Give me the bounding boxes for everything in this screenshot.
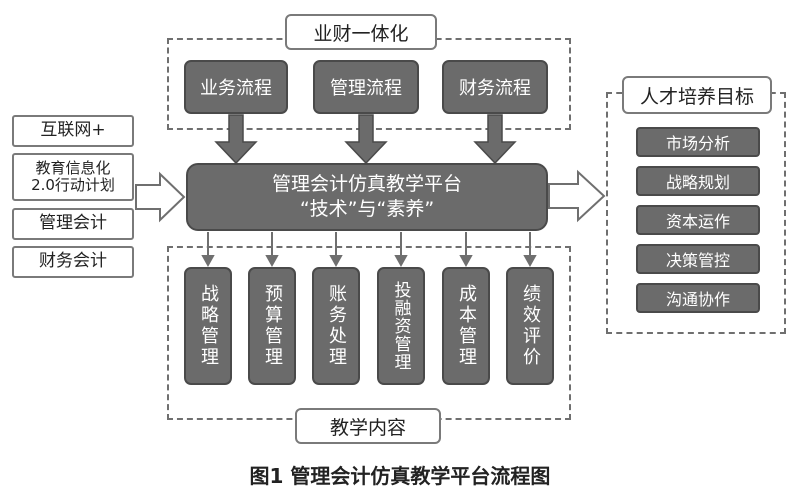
input-management-accounting: 管理会计 [12, 208, 134, 240]
figure-caption: 图1 管理会计仿真教学平台流程图 [249, 464, 551, 488]
goal-strategic-planning: 战略规划 [636, 166, 760, 196]
simulation-teaching-platform: 管理会计仿真教学平台 “技术”与“素养” [186, 163, 548, 231]
finance-process-box: 财务流程 [442, 60, 548, 114]
content-strategy-management: 战略管理 [184, 267, 232, 385]
arrow-platform-to-goals [548, 169, 606, 223]
arrow-down-business [214, 114, 258, 165]
content-budget-management: 预算管理 [248, 267, 296, 385]
arrow-down-finance [473, 114, 517, 165]
content-performance-evaluation: 绩效评价 [506, 267, 554, 385]
goal-decision-control: 决策管控 [636, 244, 760, 274]
platform-title: 管理会计仿真教学平台 [271, 173, 462, 196]
content-accounting-processing: 账务处理 [312, 267, 360, 385]
arrow-down-management [344, 114, 388, 165]
management-process-box: 管理流程 [313, 60, 419, 114]
goal-capital-operation: 资本运作 [636, 205, 760, 235]
arrow-inputs-to-platform [135, 171, 186, 223]
business-process-box: 业务流程 [184, 60, 288, 114]
content-investment-financing: 投融资管理 [377, 267, 425, 385]
talent-goal-title: 人才培养目标 [622, 76, 772, 114]
input-financial-accounting: 财务会计 [12, 246, 134, 278]
business-finance-integration-title: 业财一体化 [285, 14, 437, 50]
goal-communication-collaboration: 沟通协作 [636, 283, 760, 313]
input-internet-plus: 互联网+ [12, 115, 134, 147]
teaching-content-title: 教学内容 [295, 408, 441, 444]
content-cost-management: 成本管理 [442, 267, 490, 385]
goal-market-analysis: 市场分析 [636, 127, 760, 157]
input-edu-informatization: 教育信息化 2.0行动计划 [12, 153, 134, 201]
platform-subtitle: “技术”与“素养” [299, 198, 435, 220]
